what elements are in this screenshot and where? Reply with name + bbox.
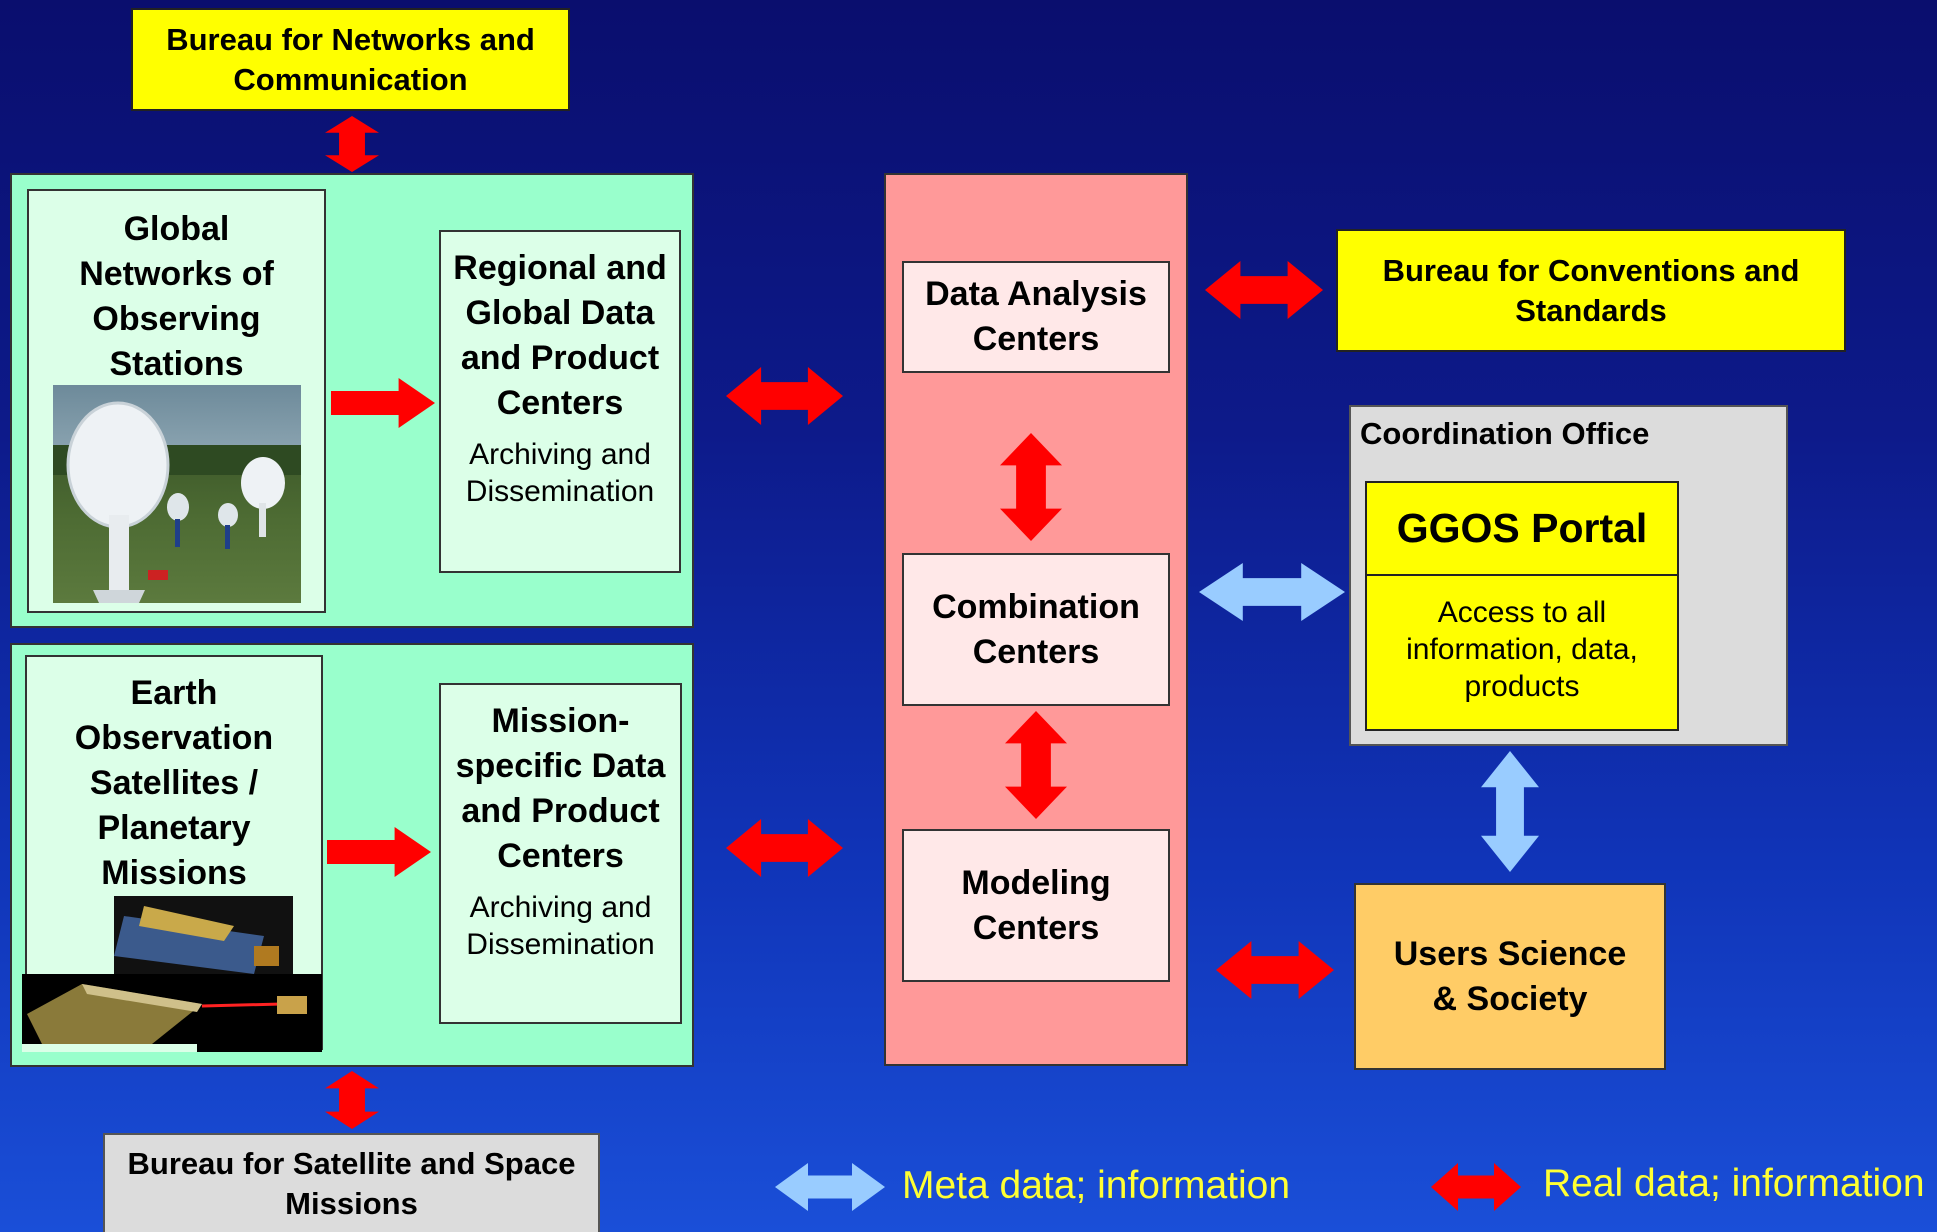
mission-centers-sub: Archiving and Dissemination [466, 891, 655, 961]
regional-centers-box: Regional and Global Data and Product Cen… [439, 230, 681, 573]
bureau-conventions-label: Bureau for Conventions and Standards [1382, 252, 1800, 328]
combination-portal-arrow [1199, 563, 1345, 621]
radio-telescope-image [53, 385, 301, 603]
ground-to-analysis-arrow [726, 367, 843, 425]
stations-title: Global Networks of Observing Stations [79, 210, 274, 383]
mission-centers-title: Mission-specific Data and Product Center… [455, 702, 666, 875]
satellite-image-bottom [22, 974, 322, 1052]
data-analysis-centers-label: Data Analysis Centers [925, 275, 1147, 358]
mission-centers-box: Mission-specific Data and Product Center… [439, 683, 682, 1024]
users-box: Users Science & Society [1354, 883, 1666, 1070]
data-analysis-centers-box: Data Analysis Centers [902, 261, 1170, 373]
modeling-centers-label: Modeling Centers [961, 863, 1111, 947]
analysis-combination-arrow [1000, 433, 1062, 541]
regional-centers-title: Regional and Global Data and Product Cen… [453, 249, 667, 422]
bureau-conventions-box: Bureau for Conventions and Standards [1336, 229, 1846, 352]
regional-centers-sub: Archiving and Dissemination [465, 438, 655, 508]
combination-centers-label: Combination Centers [932, 587, 1140, 671]
bureau-networks-box: Bureau for Networks and Communication [131, 8, 570, 111]
users-label: Users Science & Society [1393, 934, 1627, 1018]
modeling-users-arrow [1216, 941, 1334, 999]
space-to-analysis-arrow [726, 819, 843, 877]
stations-box: Global Networks of Observing Stations [27, 189, 326, 613]
bureau-satellite-label: Bureau for Satellite and Space Missions [127, 1145, 576, 1221]
ggos-portal-title: GGOS Portal [1367, 483, 1677, 576]
networks-vertical-arrow [325, 116, 379, 172]
ggos-portal-desc: Access to all information, data, product… [1406, 596, 1638, 703]
combination-centers-box: Combination Centers [902, 553, 1170, 706]
bureau-satellite-box: Bureau for Satellite and Space Missions [103, 1133, 600, 1232]
legend-real-arrow [1431, 1163, 1521, 1211]
ggos-portal-box: GGOS Portal Access to all information, d… [1365, 481, 1679, 731]
portal-users-arrow [1481, 751, 1539, 872]
missions-to-centers-arrow [327, 827, 431, 877]
modeling-centers-box: Modeling Centers [902, 829, 1170, 982]
stations-to-centers-arrow [331, 378, 435, 428]
missions-title: Earth Observation Satellites / Planetary… [74, 674, 274, 892]
combination-modeling-arrow [1005, 711, 1067, 819]
analysis-conventions-arrow [1205, 261, 1323, 319]
legend-real-label: Real data; information [1543, 1162, 1925, 1205]
satellite-vertical-arrow [325, 1071, 379, 1129]
legend-meta-arrow [775, 1163, 885, 1211]
bureau-networks-label: Bureau for Networks and Communication [166, 21, 535, 97]
satellite-image-top [114, 896, 293, 974]
coordination-office-label: Coordination Office [1360, 416, 1650, 451]
legend-meta-label: Meta data; information [902, 1164, 1291, 1207]
